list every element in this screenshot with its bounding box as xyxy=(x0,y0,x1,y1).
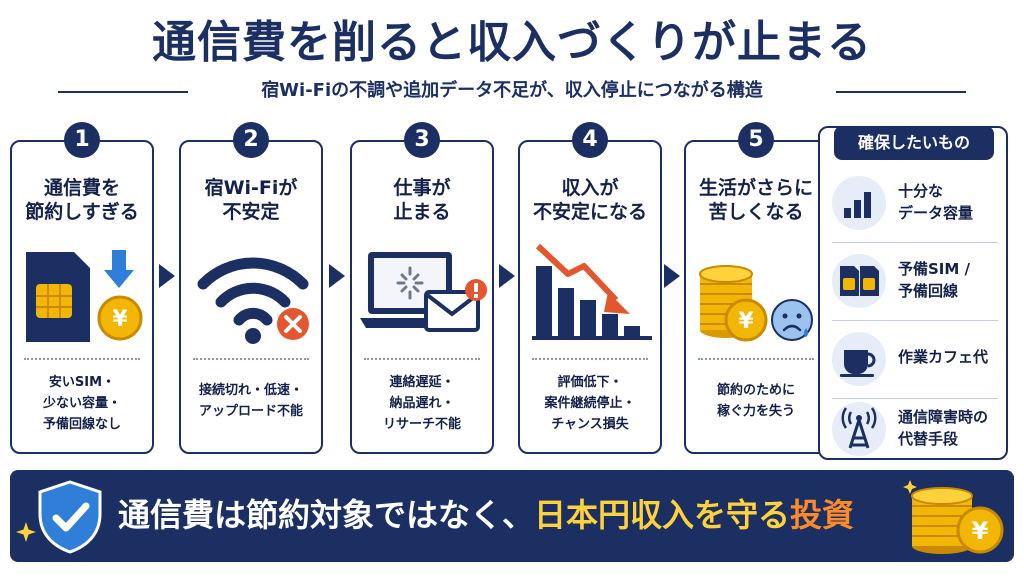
requirement-item-data: 十分な データ容量 xyxy=(832,172,998,236)
step-card-1: 通信費を 節約しすぎる ¥ 安いSIM・ 少ない容量・ xyxy=(10,140,154,454)
declining-bar-chart-icon xyxy=(532,243,652,340)
step-number-5: 5 xyxy=(738,122,774,158)
step-2-separator xyxy=(193,358,309,360)
step-3-description: 連絡遅延・ 納品遅れ・ リサーチ不能 xyxy=(382,375,461,432)
conclusion-banner: 通信費は節約対象ではなく、日本円収入を守る投資 ¥ xyxy=(10,470,1014,562)
coin-stack-icon: ¥ xyxy=(903,480,1004,554)
down-arrow-icon xyxy=(104,250,134,288)
dual-sim-icon xyxy=(832,254,886,308)
conclusion-text: 通信費は節約対象ではなく、日本円収入を守る投資 xyxy=(118,496,855,534)
step-1-description: 安いSIM・ 少ない容量・ 予備回線なし xyxy=(42,375,121,432)
step-number-2: 2 xyxy=(233,122,269,158)
step-5-separator xyxy=(698,358,814,360)
step-2-description: 接続切れ・低速・ アップロード不能 xyxy=(198,383,303,419)
subtitle-row: 宿Wi-Fiの不調や追加データ不足が、収入停止につながる構造 xyxy=(0,80,1024,102)
svg-text:¥: ¥ xyxy=(972,517,989,545)
requirement-label-backup-sim: 予備SIM / 予備回線 xyxy=(898,260,971,300)
step-4-description: 評価低下・ 案件継続停止・ チャンス損失 xyxy=(544,375,636,432)
step-number-1: 1 xyxy=(64,122,100,158)
flow-arrow-1 xyxy=(159,264,175,288)
requirements-panel: 確保したいもの 十分な データ容量 予備SIM / 予備回線 xyxy=(818,126,1008,460)
requirements-heading: 確保したいもの xyxy=(834,126,994,160)
wifi-icon xyxy=(197,257,309,326)
yen-coin-icon: ¥ xyxy=(97,295,143,341)
sparkle-icon xyxy=(16,522,36,542)
yen-coin-icon: ¥ xyxy=(724,298,768,342)
flow-arrow-4 xyxy=(664,264,680,288)
step-card-2: 宿Wi-Fiが 不安定 接続切れ・低速・ アップロード不能 xyxy=(179,140,323,454)
subtitle: 宿Wi-Fiの不調や追加データ不足が、収入停止につながる構造 xyxy=(0,80,1024,102)
subtitle-rule-right xyxy=(836,91,966,93)
svg-text:¥: ¥ xyxy=(738,309,754,334)
step-3-title: 仕事が 止まる xyxy=(393,177,451,223)
step-3-illustration xyxy=(352,238,492,348)
requirement-label-cafe: 作業カフェ代 xyxy=(898,348,989,366)
step-card-5: 生活がさらに 苦しくなる ¥ xyxy=(684,140,828,454)
sad-face-icon xyxy=(771,299,813,341)
requirements-divider xyxy=(832,242,998,243)
requirement-item-cafe: 作業カフェ代 xyxy=(832,328,998,392)
requirements-divider xyxy=(832,320,998,321)
step-card-3: 仕事が 止まる xyxy=(350,140,494,454)
signal-bars-icon xyxy=(832,176,886,230)
step-5-title: 生活がさらに 苦しくなる xyxy=(698,177,813,223)
shield-check-icon xyxy=(38,480,102,554)
coffee-cup-icon xyxy=(832,332,886,386)
requirement-label-data: 十分な データ容量 xyxy=(898,182,974,222)
step-card-4: 収入が 不安定になる 評価低下・ 案件継続停止・ チャンス損失 xyxy=(518,140,662,454)
requirement-item-fallback: 通信障害時の 代替手段 xyxy=(832,398,998,462)
flow-arrow-3 xyxy=(499,264,515,288)
step-5-description: 節約のために 稼ぐ力を失う xyxy=(716,383,795,419)
envelope-icon xyxy=(424,290,480,332)
requirement-item-backup-sim: 予備SIM / 予備回線 xyxy=(832,250,998,314)
step-2-title: 宿Wi-Fiが 不安定 xyxy=(204,177,298,223)
flow-arrow-2 xyxy=(329,264,345,288)
step-number-4: 4 xyxy=(572,122,608,158)
requirement-label-fallback: 通信障害時の 代替手段 xyxy=(898,408,989,448)
alert-icon xyxy=(465,279,487,301)
sim-card-icon xyxy=(26,252,90,342)
svg-text:¥: ¥ xyxy=(112,307,128,332)
step-1-title: 通信費を 節約しすぎる xyxy=(25,177,139,223)
step-2-illustration xyxy=(181,238,321,348)
step-4-separator xyxy=(532,358,648,360)
step-3-separator xyxy=(364,358,480,360)
subtitle-rule-left xyxy=(58,91,188,93)
error-x-icon xyxy=(277,308,309,340)
main-title: 通信費を削ると収入づくりが止まる xyxy=(152,17,872,68)
antenna-tower-icon xyxy=(832,402,886,456)
step-1-separator xyxy=(24,358,140,360)
step-1-illustration: ¥ xyxy=(12,238,152,348)
step-4-title: 収入が 不安定になる xyxy=(532,177,647,223)
step-number-3: 3 xyxy=(404,122,440,158)
step-5-illustration: ¥ xyxy=(686,238,826,348)
requirements-divider xyxy=(832,398,998,399)
step-4-illustration xyxy=(520,238,660,348)
